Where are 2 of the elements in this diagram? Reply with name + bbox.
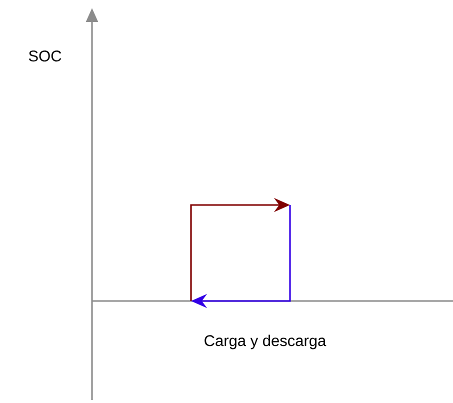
axis-label: Carga y descarga [204,334,326,350]
axis-label: SOC [28,50,62,62]
